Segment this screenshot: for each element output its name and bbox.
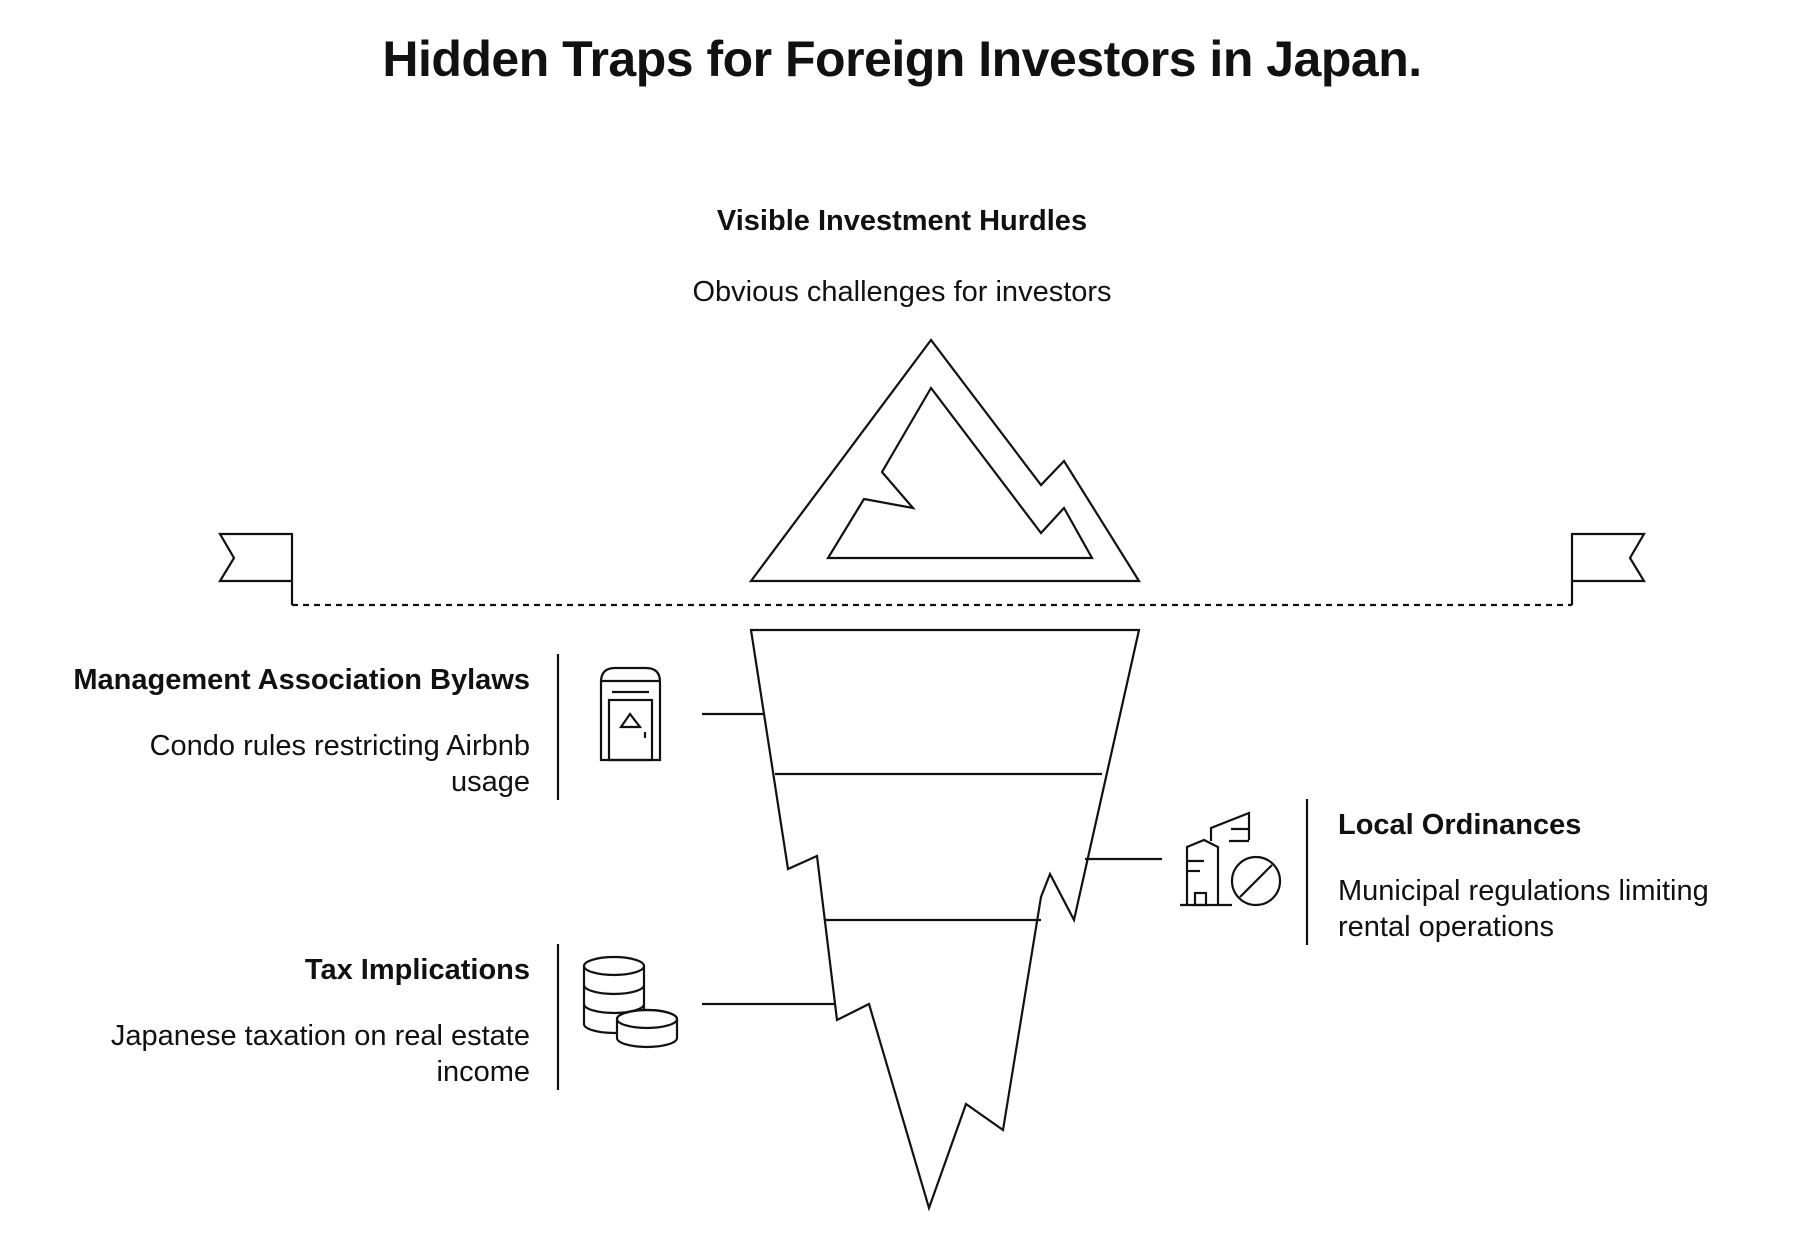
right-flag-icon: [1570, 532, 1646, 605]
building-prohibited-icon: [1180, 811, 1282, 907]
left-flag-icon: [218, 532, 294, 605]
tax-implications-heading: Tax Implications: [304, 954, 530, 986]
visible-hurdles-heading: Visible Investment Hurdles: [716, 205, 1088, 237]
condo-door-icon: [599, 666, 662, 762]
tax-implications-description: Japanese taxation on real estate income: [110, 1020, 530, 1088]
local-ordinances-heading: Local Ordinances: [1338, 809, 1582, 841]
management-bylaws-description: Condo rules restricting Airbnb usage: [149, 730, 530, 798]
iceberg-submerged: [749, 628, 1141, 1212]
coin-stack-icon: [582, 955, 679, 1049]
iceberg-tip: [748, 338, 1141, 583]
visible-hurdles-description: Obvious challenges for investors: [692, 276, 1112, 308]
local-ordinances-description: Municipal regulations limiting rental op…: [1338, 875, 1709, 943]
water-line: [218, 532, 1646, 607]
page-title: Hidden Traps for Foreign Investors in Ja…: [382, 31, 1422, 87]
management-bylaws-heading: Management Association Bylaws: [73, 664, 530, 696]
